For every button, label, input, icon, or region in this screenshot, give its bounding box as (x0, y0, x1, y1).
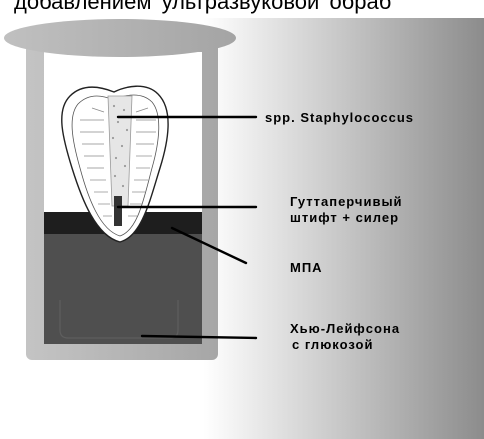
label-broth-line1: Хью-Лейфсона (290, 321, 400, 337)
label-bacteria: spp. Staphylococcus (265, 110, 414, 126)
label-bacteria-text: spp. Staphylococcus (265, 110, 414, 126)
label-broth: Хью-Лейфсона с глюкозой (290, 321, 400, 353)
label-gutta-percha: Гуттаперчивый штифт + силер (290, 194, 403, 226)
tube-lid (4, 19, 236, 57)
label-mpa-text: МПА (290, 260, 323, 276)
root-canal (108, 96, 132, 206)
label-mpa: МПА (290, 260, 323, 276)
label-gutta-line1: Гуттаперчивый (290, 194, 403, 210)
label-broth-line2: с глюкозой (290, 337, 400, 353)
gutta-percha-post (114, 196, 122, 226)
label-gutta-line2: штифт + силер (290, 210, 403, 226)
